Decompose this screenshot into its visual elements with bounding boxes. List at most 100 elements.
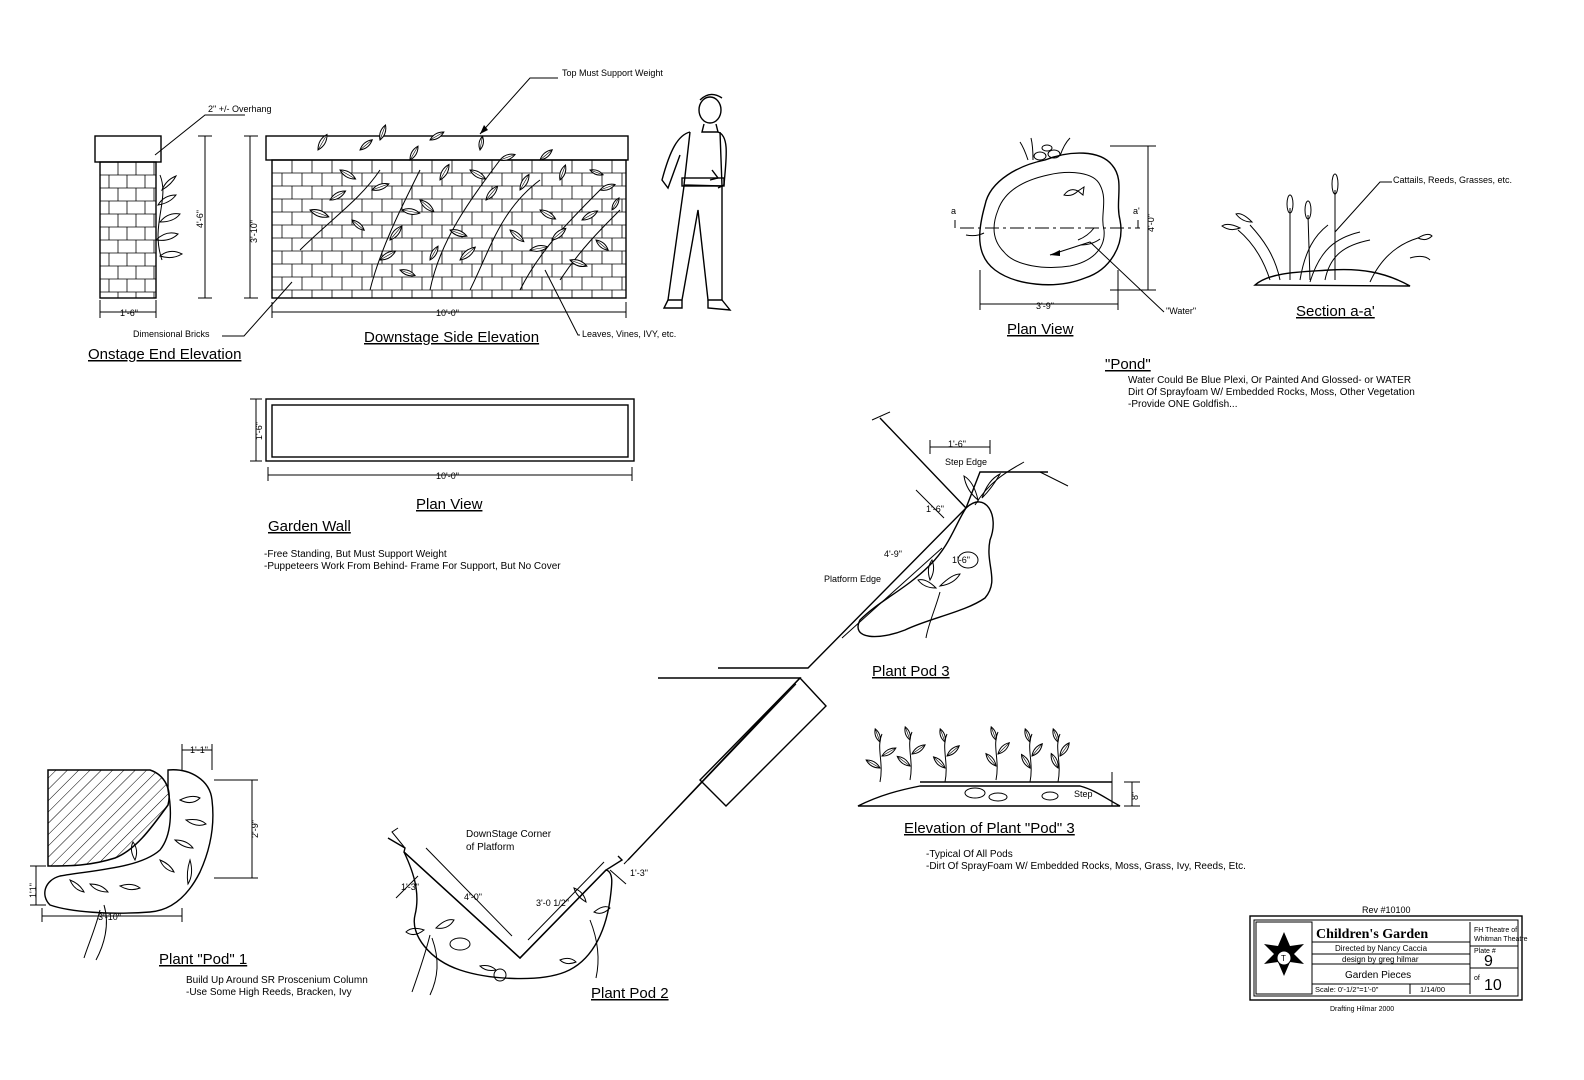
wall-plan-view: 1'-6" 10'-0" Plan View Garden Wall -Free… (250, 398, 635, 572)
plate-number: 9 (1484, 953, 1493, 970)
end-width-dim: 1'-6" (120, 308, 138, 318)
director-credit: Directed by Nancy Caccia (1335, 944, 1428, 953)
pod3-dim-c: 1'-6" (952, 555, 970, 565)
pod2-title: Plant Pod 2 (591, 985, 669, 1002)
union-logo: T (1255, 921, 1313, 995)
elevation-plants (865, 725, 1070, 783)
pod1-note-2: -Use Some High Reeds, Bracken, Ivy (186, 987, 352, 998)
pod2-dim-a: 1'-3" (401, 882, 419, 892)
scale-label: Scale: 0'-1/2"=1'-0" (1315, 985, 1379, 994)
wall-plan-outer (265, 398, 635, 462)
pond-width-dim: 3'-9" (1036, 301, 1054, 311)
end-leaves (154, 175, 184, 259)
pond-plan-title: Plan View (1007, 321, 1074, 338)
pod1-title: Plant "Pod" 1 (159, 951, 247, 968)
pond-outer (979, 152, 1122, 286)
section-mark-a: a (951, 206, 956, 216)
pond-section-title: Section a-a' (1296, 303, 1375, 320)
pond-section: Cattails, Reeds, Grasses, etc. Section a… (1105, 173, 1512, 410)
pod3-platform-edge: Platform Edge (824, 574, 881, 584)
elevation-note-1: -Typical Of All Pods (926, 849, 1013, 860)
side-width-dim: 10'-0" (436, 308, 459, 318)
elevation-step-label: Step (1074, 789, 1093, 799)
elevation-mound (857, 785, 1121, 807)
pod1-note-1: Build Up Around SR Proscenium Column (186, 975, 368, 986)
water-note: "Water" (1166, 306, 1196, 316)
title-block: Rev #10100 T Children's Garden FH Theatr… (1249, 905, 1528, 1013)
overhang-note: 2" +/- Overhang (208, 104, 271, 114)
garden-wall-title: Garden Wall (268, 518, 351, 535)
section-reeds (1221, 173, 1433, 283)
pod1-plants (69, 795, 207, 961)
pod1-dim-top: 1'-1" (190, 745, 208, 755)
pod2-plants (405, 887, 611, 996)
pod3-plants (917, 461, 1025, 639)
pod3-outline (857, 501, 994, 638)
leaves-note: Leaves, Vines, IVY, etc. (582, 329, 676, 339)
of-label: of (1474, 975, 1480, 982)
date-label: 1/14/00 (1420, 985, 1445, 994)
bricks-note: Dimensional Bricks (133, 329, 210, 339)
elevation-note-2: -Dirt Of SprayFoam W/ Embedded Rocks, Mo… (926, 861, 1246, 872)
end-elevation-title: Onstage End Elevation (88, 346, 241, 363)
pod2-corner-note-2: of Platform (466, 842, 514, 853)
pod3-step-edge: Step Edge (945, 457, 987, 467)
drawing-title: Garden Pieces (1345, 970, 1411, 981)
platform-step (699, 676, 827, 807)
human-scale-figure (661, 93, 732, 311)
pond-note-1: Water Could Be Blue Plexi, Or Painted An… (1128, 375, 1411, 386)
side-vines (299, 124, 621, 291)
garden-wall-note-2: -Puppeteers Work From Behind- Frame For … (264, 561, 561, 572)
pod1-outline (44, 769, 214, 914)
plant-pod-3: 1'-6" Step Edge 1'-6" 4'-9" 1'-6" Platfo… (824, 439, 1025, 680)
pond-height-dim: 4'-0" (1146, 214, 1156, 232)
side-elevation-title: Downstage Side Elevation (364, 329, 539, 346)
wall-cap-end (94, 135, 162, 163)
elevation-height-dim: 8" (1130, 792, 1140, 800)
top-support-note: Top Must Support Weight (562, 68, 663, 78)
cattails-note: Cattails, Reeds, Grasses, etc. (1393, 175, 1512, 185)
plant-pod-1: 1'-1" 2'-9" 1'1" 3'-10" Plant "Pod" 1 Bu… (28, 744, 368, 998)
end-height-dim: 4'-6" (195, 210, 205, 228)
wall-plan-inner (271, 404, 629, 458)
elevation-pod3-title: Elevation of Plant "Pod" 3 (904, 820, 1075, 837)
pod1-dim-bottom: 3'-10" (98, 912, 121, 922)
title-block-frame (1249, 915, 1523, 1001)
pond-note-2: Dirt Of Sprayfoam W/ Embedded Rocks, Mos… (1128, 387, 1415, 398)
designer-credit: design by greg hilmar (1342, 955, 1419, 964)
plate-total: 10 (1484, 977, 1502, 994)
pod2-dim-c: 3'-0 1/2" (536, 898, 569, 908)
pod2-outline (403, 851, 613, 980)
theatre-line-1: FH Theatre of (1474, 927, 1517, 934)
side-bricks (272, 159, 626, 298)
pod3-title: Plant Pod 3 (872, 663, 950, 680)
wall-plan-title: Plan View (416, 496, 483, 513)
pond-title: "Pond" (1105, 356, 1151, 373)
pod2-corner-note-1: DownStage Corner (466, 829, 552, 840)
plant-pod-2: 1'-3" 4'-0" 3'-0 1/2" 1'-3" DownStage Co… (387, 827, 669, 1002)
pod3-dim-b: 4'-9" (884, 549, 902, 559)
side-height-dim: 3'-10" (249, 220, 259, 243)
proscenium-column (47, 769, 170, 867)
wall-body-end (99, 161, 157, 299)
title-block-footer: Drafting Hilmar 2000 (1330, 1006, 1394, 1013)
pond-plan-view: a a' 3'-9" 4'-0" "Water" Plan View (951, 137, 1196, 338)
pond-section-mound (1253, 268, 1411, 287)
pod1-dim-left: 1'1" (28, 883, 38, 898)
theatre-line-2: Whitman Theatre (1474, 936, 1528, 943)
downstage-side-elevation: 3'-10" 10'-0" Top Must Support Weight Di… (133, 68, 676, 346)
pond-note-3: -Provide ONE Goldfish... (1128, 399, 1237, 410)
pod2-dim-b: 4'-0" (464, 892, 482, 902)
plan-width-dim: 10'-0" (436, 471, 459, 481)
pod3-step-dim: 1'-6" (948, 439, 966, 449)
pond-reeds (965, 137, 1101, 246)
plate-label: Plate # (1474, 948, 1496, 955)
end-vine (157, 174, 164, 261)
pond-water (993, 172, 1105, 268)
garden-wall-note-1: -Free Standing, But Must Support Weight (264, 549, 447, 560)
show-title: Children's Garden (1316, 927, 1428, 942)
section-mark-a2: a' (1133, 206, 1140, 216)
elevation-pod-3: Step 8" Elevation of Plant "Pod" 3 -Typi… (857, 725, 1246, 872)
plan-depth-dim: 1'-6" (254, 422, 264, 440)
